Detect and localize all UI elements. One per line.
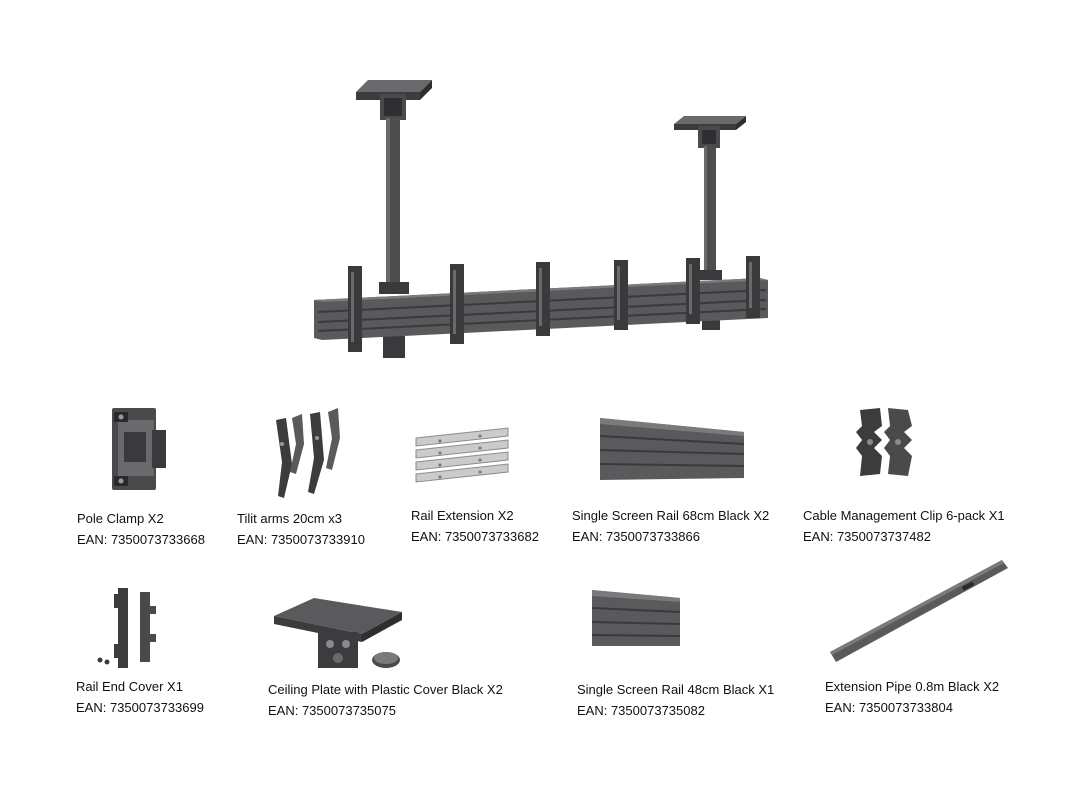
part-ean: EAN: 7350073735075 — [268, 703, 396, 718]
pole-clamp-icon — [112, 408, 166, 490]
part-name: Single Screen Rail 68cm Black X2 — [572, 508, 770, 523]
ceiling-plate-icon — [274, 598, 402, 668]
part-name: Rail End Cover X1 — [76, 679, 183, 694]
part-caption-rail-extension: Rail Extension X2 EAN: 7350073733682 — [411, 505, 539, 547]
tilt-arms-icon — [276, 408, 340, 498]
part-name: Pole Clamp X2 — [77, 511, 164, 526]
screen-rail-68-icon — [599, 418, 745, 480]
screen-rail-48-icon — [591, 590, 681, 646]
part-name: Single Screen Rail 48cm Black X1 — [577, 682, 775, 697]
part-name: Cable Management Clip 6-pack X1 — [803, 508, 1005, 523]
part-ean: EAN: 7350073735082 — [577, 703, 705, 718]
part-name: Ceiling Plate with Plastic Cover Black X… — [268, 682, 503, 697]
ceiling-mount-assembly-illustration — [314, 80, 768, 358]
part-caption-extension-pipe: Extension Pipe 0.8m Black X2 EAN: 735007… — [825, 676, 999, 718]
cable-clip-icon — [856, 408, 912, 476]
part-name: Extension Pipe 0.8m Black X2 — [825, 679, 1000, 694]
part-ean: EAN: 7350073733682 — [411, 529, 539, 544]
part-ean: EAN: 7350073733804 — [825, 700, 953, 715]
part-caption-screen-rail-48: Single Screen Rail 48cm Black X1 EAN: 73… — [577, 679, 774, 721]
part-name: Rail Extension X2 — [411, 508, 514, 523]
part-ean: EAN: 7350073737482 — [803, 529, 931, 544]
part-caption-pole-clamp: Pole Clamp X2 EAN: 7350073733668 — [77, 508, 205, 550]
part-ean: EAN: 7350073733910 — [237, 532, 365, 547]
part-ean: EAN: 7350073733668 — [77, 532, 205, 547]
extension-pipe-icon — [830, 560, 1008, 662]
part-caption-tilt-arms: Tilit arms 20cm x3 EAN: 7350073733910 — [237, 508, 365, 550]
part-name: Tilit arms 20cm x3 — [237, 511, 342, 526]
part-caption-ceiling-plate: Ceiling Plate with Plastic Cover Black X… — [268, 679, 503, 721]
part-caption-rail-end-cover: Rail End Cover X1 EAN: 7350073733699 — [76, 676, 204, 718]
part-ean: EAN: 7350073733699 — [76, 700, 204, 715]
part-caption-cable-clip: Cable Management Clip 6-pack X1 EAN: 735… — [803, 505, 1005, 547]
rail-end-cover-icon — [97, 588, 156, 668]
part-ean: EAN: 7350073733866 — [572, 529, 700, 544]
part-caption-screen-rail-68: Single Screen Rail 68cm Black X2 EAN: 73… — [572, 505, 769, 547]
rail-extension-icon — [415, 427, 509, 483]
